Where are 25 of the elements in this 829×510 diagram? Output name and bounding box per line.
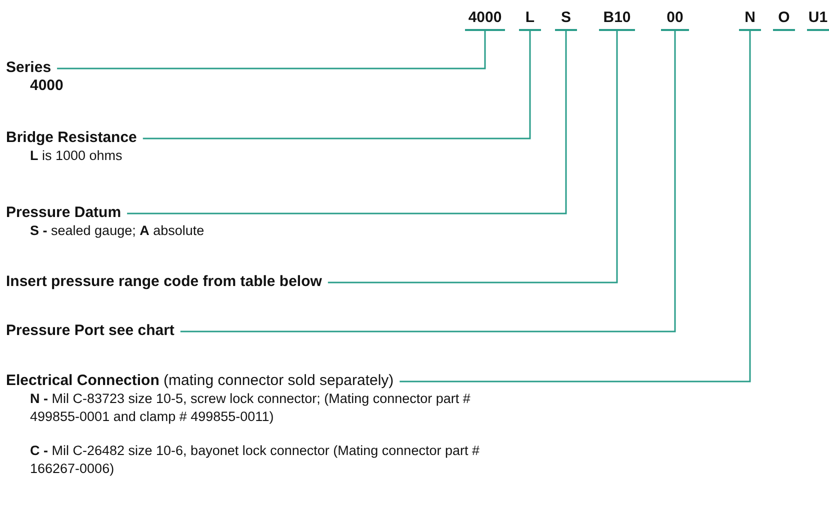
leader-line	[142, 31, 531, 140]
field-heading: Series	[6, 58, 52, 77]
leader-line	[328, 31, 618, 284]
field-heading: Electrical Connection (mating connector sold separately)	[6, 371, 394, 390]
code-segment: L	[519, 9, 541, 31]
field-heading: Bridge Resistance	[6, 128, 137, 147]
option-description: S - sealed gauge; A absolute	[30, 222, 206, 240]
field-heading: Pressure Port see chart	[6, 321, 174, 340]
code-segment: 4000	[465, 9, 505, 31]
code-segment: B10	[599, 9, 635, 31]
leader-line	[127, 31, 567, 214]
field-heading: Insert pressure range code from table below	[6, 272, 322, 291]
leader-line	[180, 31, 676, 332]
option-description: C - Mil C-26482 size 10-6, bayonet lock connector (Mating connector part # 166267-0006)	[30, 442, 480, 478]
leader-line	[400, 31, 751, 382]
code-segment: S	[555, 9, 577, 31]
option-description: N - Mil C-83723 size 10-5, screw lock connector; (Mating connector part # 499855-0001 and clamp # 499855-0011)	[30, 390, 472, 426]
leader-line	[57, 31, 486, 70]
option-description: L is 1000 ohms	[30, 147, 124, 165]
code-segment: N	[739, 9, 761, 31]
code-segment: 00	[661, 9, 689, 31]
code-segment: U1	[807, 9, 829, 31]
field-heading: Pressure Datum	[6, 203, 122, 222]
option-description: 4000	[30, 77, 64, 95]
code-segment: O	[773, 9, 795, 31]
